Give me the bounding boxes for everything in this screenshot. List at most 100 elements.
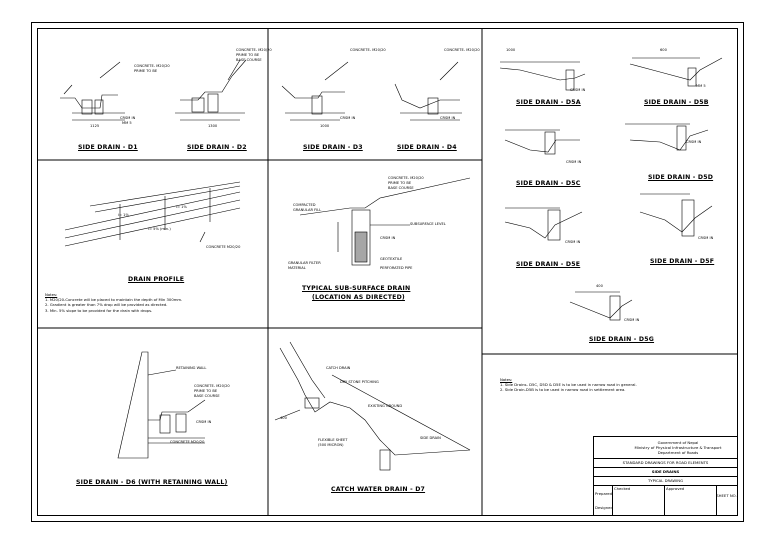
title-d6: SIDE DRAIN - D6 (WITH RETAINING WALL) [76, 479, 228, 486]
title-d1: SIDE DRAIN - D1 [78, 144, 138, 151]
notes-right: Notes: 1. Side Drains- D5C, D5D & D5E is… [500, 377, 637, 393]
side-drain-d5f-sketch [639, 193, 713, 237]
side-drain-d5g-sketch [569, 291, 633, 321]
signature-grid: Prepared Designed Checked Approved SHEET… [594, 485, 737, 516]
org-line-3: Department of Roads [657, 450, 699, 455]
note-base-sub: BASE COURSE [388, 186, 414, 190]
note-crsm-d4: CRSM IN [440, 116, 456, 120]
side-drain-d5d-sketch [625, 123, 709, 151]
note-prime-d6: PRIME TO BE [194, 389, 218, 393]
note-compacted: COMPACTED [293, 203, 316, 207]
note-retaining-wall: RETAINING WALL [176, 366, 207, 370]
note-crsm-d3: CRSM IN [340, 116, 356, 120]
note-concrete-d2: CONCRETE- M20/20 [236, 48, 272, 52]
approved-label: Approved [666, 486, 685, 491]
notes-right-line-2: 2. Side Drain-D5B is to be used in narro… [500, 387, 626, 393]
dim-d5b: 600 [660, 48, 667, 52]
note-crsm-d5d: CRSM IN [686, 140, 702, 144]
dim-d5a: 1000 [506, 48, 516, 52]
title-block: Government of Nepal Ministry of Physical… [593, 436, 738, 516]
drawing-type: TYPICAL DRAWING [594, 476, 737, 485]
side-drain-d5c-sketch [504, 129, 580, 155]
note-prime-d1: PRIME TO BE [134, 69, 158, 73]
slope-label-1: i= 1% [118, 213, 129, 217]
title-subsurface-location: (LOCATION AS DIRECTED) [312, 294, 405, 301]
slope-label-2: i= 1% [176, 205, 187, 209]
title-d3: SIDE DRAIN - D3 [303, 144, 363, 151]
dim-1125: 1125 [90, 124, 100, 128]
note-mm5-d1: MM 5 [122, 121, 132, 125]
dim-d7: 400 [280, 416, 287, 420]
note-concrete-profile: CONCRETE M20/20 [206, 245, 241, 249]
title-drain-profile: DRAIN PROFILE [128, 276, 185, 283]
side-drain-d2-sketch [175, 59, 247, 121]
note-crsm-d5a: CRSM IN [570, 88, 586, 92]
note-concrete-d4: CONCRETE- M20/20 [444, 48, 480, 52]
note-crsm-d5c: CRSM IN [566, 160, 582, 164]
slope-label-3: i= 5% (min.) [148, 227, 171, 231]
drawing-name: SIDE DRAINS [594, 467, 737, 476]
notes-right-heading: Notes: [500, 377, 513, 382]
drawing-frame [37, 28, 738, 516]
note-concrete-m20-d6: CONCRETE M20/20 [170, 440, 205, 444]
notes-left-line-3: 3. Min. 5% slope to be provided for the … [45, 307, 153, 313]
note-geotextile: GEOTEXTILE [380, 257, 403, 261]
side-drain-d5e-sketch [504, 207, 583, 241]
note-flexible-sheet: FLEXIBLE SHEET [318, 438, 348, 442]
note-crsm-d1: CRSM IN [120, 116, 136, 120]
note-base-d6: BASE COURSE [194, 394, 220, 398]
note-crsm-d6: CRSM IN [196, 420, 212, 424]
checked-label: Checked [614, 486, 631, 491]
note-side-drain-d7: SIDE DRAIN [420, 436, 441, 440]
title-d7: CATCH WATER DRAIN - D7 [331, 486, 426, 493]
note-granular-fill: GRANULAR FILL [293, 208, 322, 212]
note-concrete-sub: CONCRETE- M20/20 [388, 176, 424, 180]
title-d5d: SIDE DRAIN - D5D [648, 174, 714, 181]
catch-water-drain-d7-sketch [274, 341, 471, 471]
side-drain-d5a-sketch [499, 61, 586, 91]
note-material: MATERIAL [288, 266, 306, 270]
title-d2: SIDE DRAIN - D2 [187, 144, 247, 151]
side-drain-d1-sketch [60, 61, 125, 121]
title-d5f: SIDE DRAIN - D5F [650, 258, 715, 265]
title-d5c: SIDE DRAIN - D5C [516, 180, 581, 187]
note-crsm-sub: CRSM IN [380, 236, 396, 240]
side-drain-d4-sketch [394, 61, 462, 121]
designed-label: Designed [595, 505, 613, 510]
title-d5e: SIDE DRAIN - D5E [516, 261, 581, 268]
notes-left: Notes: 1. M20/20-Concrete will be placed… [45, 292, 182, 313]
side-drain-d6-sketch [117, 351, 206, 459]
org-line-1: Government of Nepal [657, 440, 699, 445]
standard-drawings-label: STANDARD DRAWINGS FOR ROAD ELEMENTS [594, 458, 737, 467]
note-prime-sub: PRIME TO BE [388, 181, 412, 185]
notes-left-heading: Notes: [45, 292, 58, 297]
note-crsm-d5f: CRSM IN [698, 236, 714, 240]
note-mm5-d5b: MM 5 [696, 84, 706, 88]
note-subsurface-level: SUBSURFACE LEVEL [410, 222, 446, 226]
title-d5a: SIDE DRAIN - D5A [516, 99, 581, 106]
sheet-no-label: SHEET NO. [716, 493, 737, 498]
notes-left-line-2: 2. Gradient is greater than 7% drop will… [45, 302, 168, 308]
note-crsm-d5e: CRSM IN [565, 240, 581, 244]
note-micron: (500 MICRON) [318, 443, 344, 447]
note-catch-drain: CATCH DRAIN [326, 366, 351, 370]
note-concrete-d6: CONCRETE- M20/20 [194, 384, 230, 388]
side-drain-d3-sketch [281, 61, 349, 121]
notes-right-line-1: 1. Side Drains- D5C, D5D & D5E is to be … [500, 382, 637, 388]
note-prime-d2: PRIME TO BE [236, 53, 260, 57]
dim-d5g: 400 [596, 284, 603, 288]
note-perforated-pipe: PERFORATED PIPE [380, 266, 413, 270]
note-dry-stone: DRY STONE PITCHING [340, 380, 379, 384]
drain-profile-sketch [64, 181, 241, 247]
note-concrete-d1: CONCRETE- M20/20 [134, 64, 170, 68]
note-granular-filter: GRANULAR FILTER [288, 261, 321, 265]
title-d4: SIDE DRAIN - D4 [397, 144, 457, 151]
prepared-label: Prepared [595, 491, 612, 496]
org-line-2: Ministry of Physical Infrastructure & Tr… [634, 445, 722, 450]
note-concrete-d3: CONCRETE- M20/20 [350, 48, 386, 52]
notes-left-line-1: 1. M20/20-Concrete will be placed to mai… [45, 297, 183, 303]
side-drain-d5b-sketch [629, 57, 723, 87]
note-crsm-d5g: CRSM IN [624, 318, 640, 322]
title-d5g: SIDE DRAIN - D5G [589, 336, 655, 343]
